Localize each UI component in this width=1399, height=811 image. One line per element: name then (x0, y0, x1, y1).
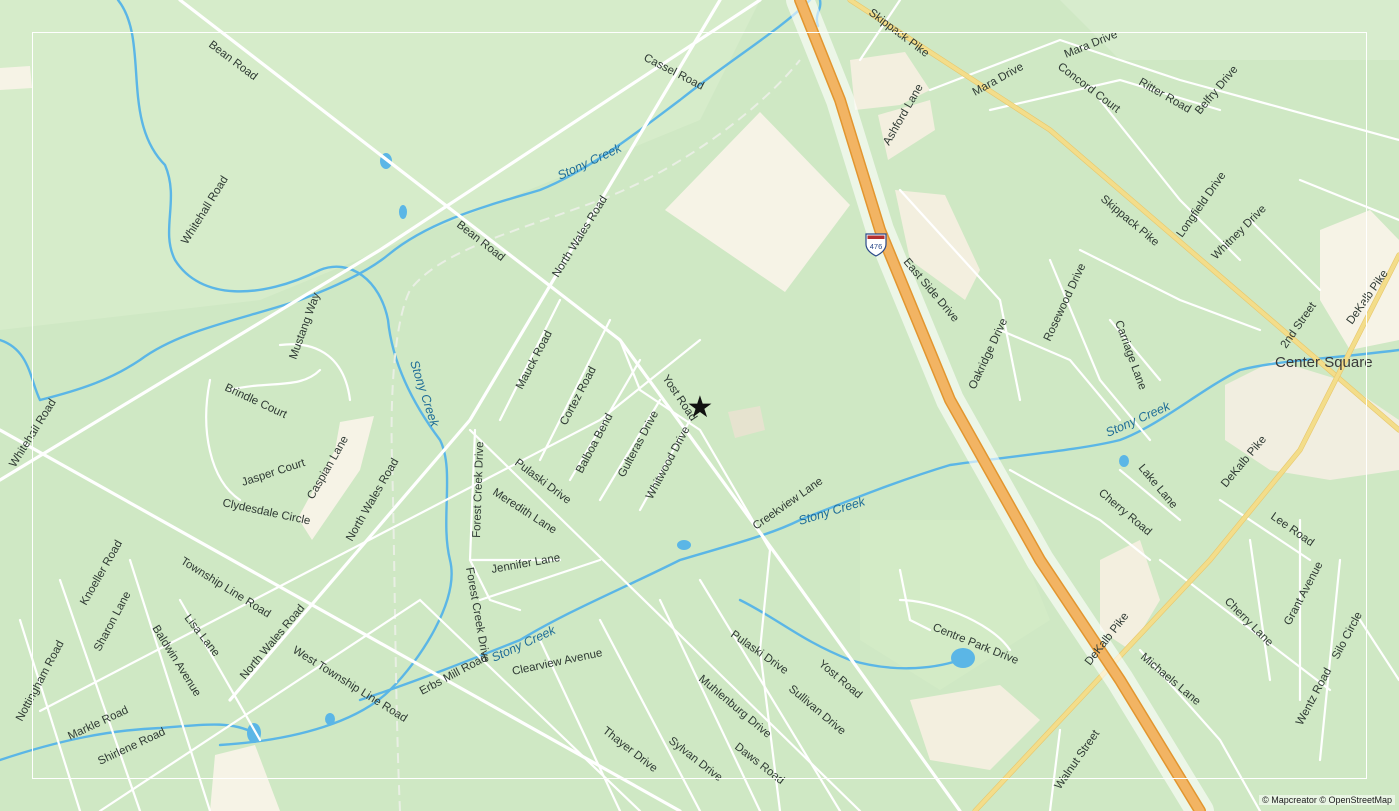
pond (1119, 455, 1129, 467)
park-area (0, 0, 760, 330)
pond (399, 205, 407, 219)
developed-area (1320, 210, 1399, 350)
developed-area (850, 52, 930, 110)
building (728, 406, 765, 438)
pond (951, 648, 975, 668)
attribution-text[interactable]: © Mapcreator © OpenStreetMap (1259, 795, 1395, 805)
developed-area (895, 190, 980, 300)
highway-shield: 476 (865, 233, 887, 257)
pond (325, 713, 335, 725)
pikes (847, 0, 1399, 811)
park-area (860, 520, 1050, 690)
developed-area (910, 685, 1040, 770)
developed-area (878, 100, 935, 160)
road-label: Forest Creek Drive (471, 441, 486, 538)
developed-area (665, 112, 850, 292)
developed-area (1100, 540, 1160, 650)
developed-area (298, 416, 374, 540)
developed-area (1225, 360, 1399, 480)
developed-area (0, 66, 32, 90)
railway (390, 59, 801, 811)
highway-shield-number: 476 (870, 242, 883, 251)
park-area (1060, 0, 1399, 60)
interstate-476 (786, 0, 1214, 811)
pond (677, 540, 691, 550)
star-icon[interactable]: ★ (687, 390, 714, 425)
place-label: Center Square (1275, 354, 1373, 371)
